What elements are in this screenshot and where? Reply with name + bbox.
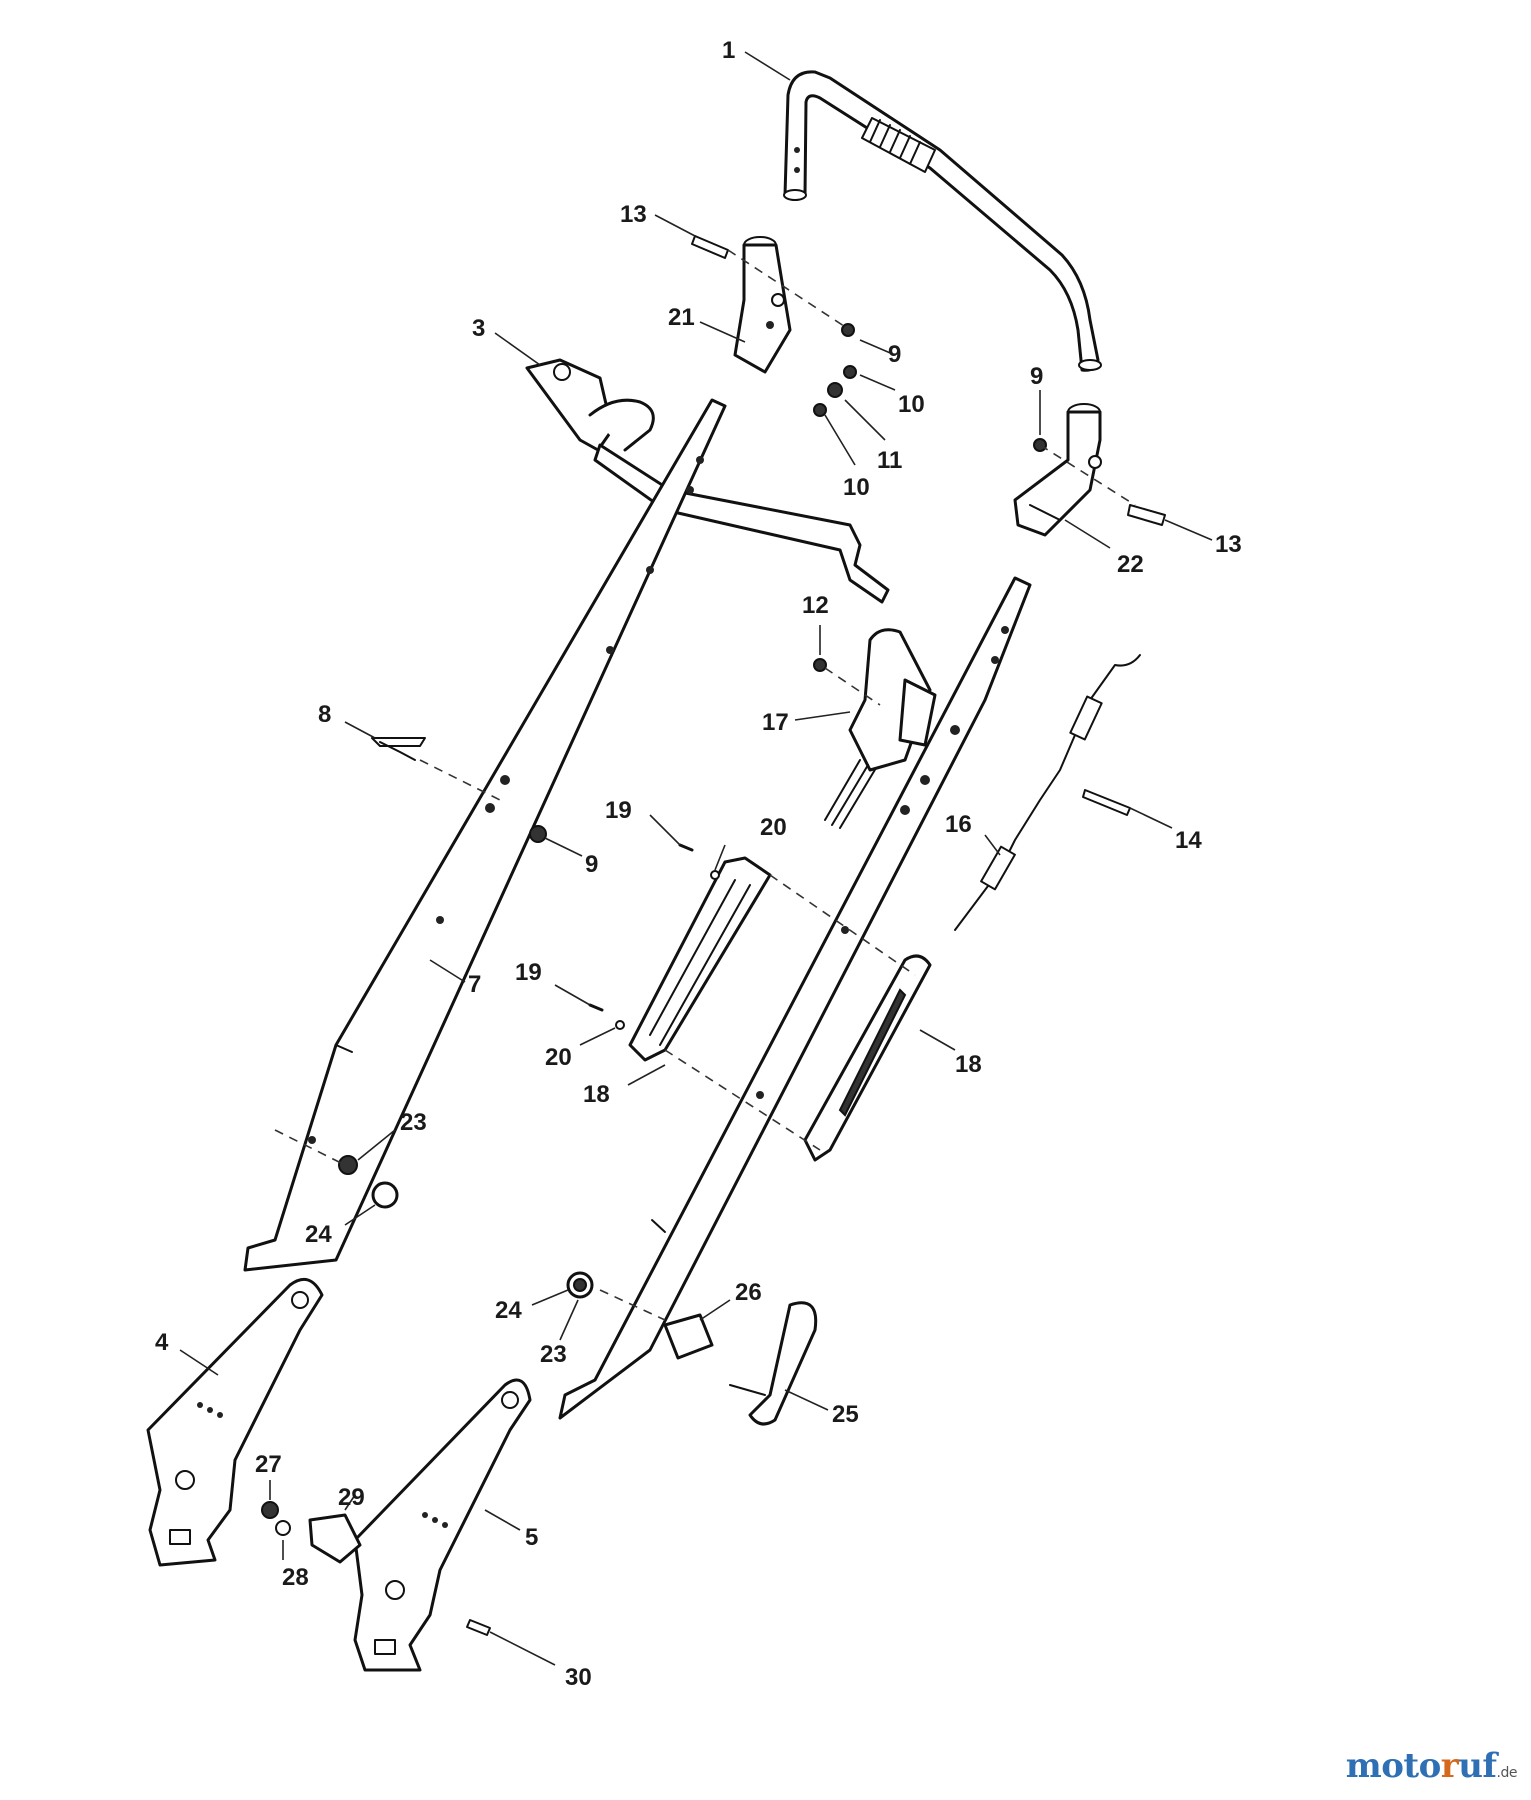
label-part-16: 16 <box>945 811 972 838</box>
throttle-control <box>824 628 937 829</box>
label-part-27: 27 <box>255 1451 282 1478</box>
label-part-18b: 18 <box>955 1051 982 1078</box>
label-part-30: 30 <box>565 1664 592 1691</box>
handle-bar <box>783 70 1102 372</box>
control-cable <box>954 654 1141 931</box>
label-part-3: 3 <box>472 315 485 342</box>
label-part-9a: 9 <box>888 341 901 368</box>
label-part-24b: 24 <box>495 1297 522 1324</box>
label-part-19b: 19 <box>515 959 542 986</box>
watermark-text-3: uf <box>1458 1746 1497 1786</box>
label-part-9b: 9 <box>1030 363 1043 390</box>
leader-lines <box>179 51 1213 1666</box>
label-part-19a: 19 <box>605 797 632 824</box>
label-part-23b: 23 <box>540 1341 567 1368</box>
right-handle-tube <box>558 576 1032 1420</box>
handle-grip <box>861 117 936 173</box>
label-part-12: 12 <box>802 592 829 619</box>
label-part-20a: 20 <box>760 814 787 841</box>
watermark-text-1: moto <box>1345 1746 1442 1786</box>
label-part-21: 21 <box>668 304 695 331</box>
lower-bracket-left <box>146 1277 324 1567</box>
label-part-13a: 13 <box>620 201 647 228</box>
label-part-20b: 20 <box>545 1044 572 1071</box>
handle-bracket-right <box>1013 403 1102 537</box>
label-part-28: 28 <box>282 1564 309 1591</box>
label-part-18a: 18 <box>583 1081 610 1108</box>
watermark-tld: .de <box>1496 1765 1518 1781</box>
control-lever <box>525 358 890 604</box>
label-part-10b: 10 <box>843 474 870 501</box>
label-part-4: 4 <box>155 1329 169 1356</box>
label-part-13b: 13 <box>1215 531 1242 558</box>
label-part-8: 8 <box>318 701 331 728</box>
label-part-22: 22 <box>1117 551 1144 578</box>
label-part-5: 5 <box>525 1524 538 1551</box>
label-part-9c: 9 <box>585 851 598 878</box>
cover-right <box>803 954 932 1162</box>
left-handle-tube <box>243 398 727 1272</box>
part-labels: 1 3 4 5 7 8 9 9 9 10 10 11 12 13 13 14 1… <box>155 37 1242 1691</box>
label-part-17: 17 <box>762 709 789 736</box>
lower-bracket-right <box>353 1378 532 1672</box>
label-part-14: 14 <box>1175 827 1202 854</box>
hardware <box>261 235 1166 1636</box>
watermark-logo: motoruf.de <box>1345 1746 1518 1786</box>
label-part-7: 7 <box>468 971 481 998</box>
label-part-29: 29 <box>338 1484 365 1511</box>
label-part-23a: 23 <box>400 1109 427 1136</box>
assembly-lines <box>274 249 1136 1321</box>
label-part-24a: 24 <box>305 1221 332 1248</box>
label-part-10a: 10 <box>898 391 925 418</box>
watermark-text-2: r <box>1440 1746 1459 1786</box>
label-part-26: 26 <box>735 1279 762 1306</box>
label-part-1: 1 <box>722 37 735 64</box>
label-part-25: 25 <box>832 1401 859 1428</box>
label-part-11: 11 <box>877 447 902 474</box>
cable-guide-center <box>628 856 772 1062</box>
handle-bracket-left <box>733 236 792 374</box>
